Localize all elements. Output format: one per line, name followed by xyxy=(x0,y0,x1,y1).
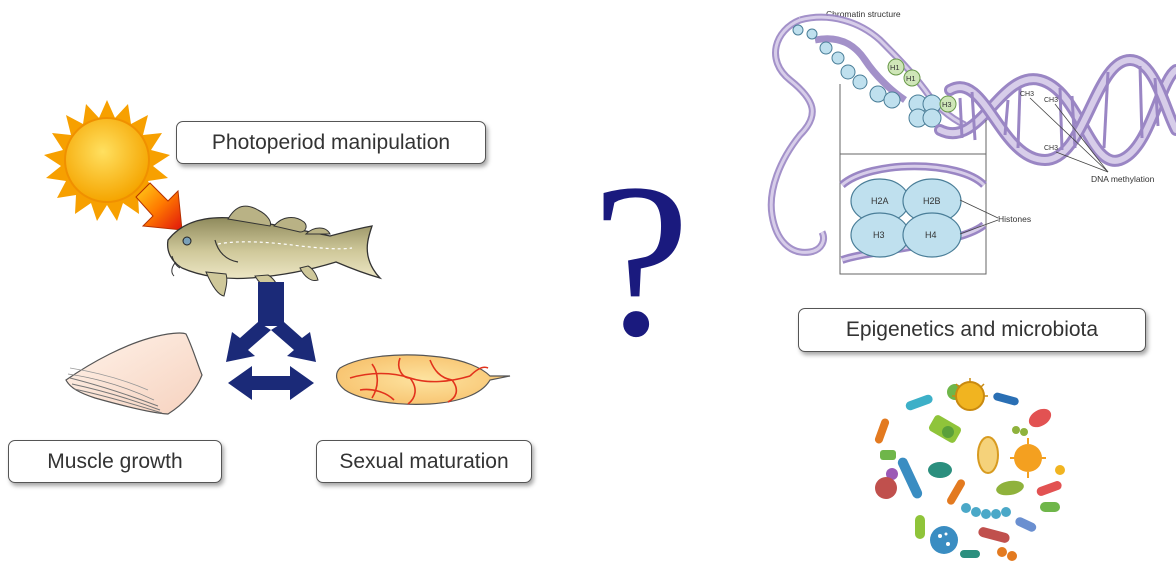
h3-label: H3 xyxy=(873,230,885,240)
double-arrow-icon xyxy=(228,366,314,400)
h2a-label: H2A xyxy=(871,196,889,206)
gonad-icon xyxy=(337,355,510,404)
h2b-label: H2B xyxy=(923,196,941,206)
branching-arrow-icon xyxy=(226,282,316,362)
histones-label: Histones xyxy=(998,214,1031,224)
muscle-growth-label-box: Muscle growth xyxy=(8,440,222,483)
muscle-fillet-icon xyxy=(66,333,202,414)
h1-label-1: H1 xyxy=(890,63,900,72)
chromatin-diagram: Chromatin structure H1 H1 H3 xyxy=(771,9,1176,274)
epigenetics-microbiota-label-box: Epigenetics and microbiota xyxy=(798,308,1146,352)
methyl-label-1: CH3 xyxy=(1020,91,1034,98)
question-mark: ? xyxy=(586,150,696,370)
sunlight-arrow-icon xyxy=(136,183,182,230)
microbiota-icon xyxy=(874,378,1070,567)
h1-label-2: H1 xyxy=(906,74,916,83)
sexual-maturation-label-box: Sexual maturation xyxy=(316,440,532,483)
h4-label: H4 xyxy=(925,230,937,240)
h3-green-label: H3 xyxy=(942,100,952,109)
methyl-label-3: CH3 xyxy=(1044,145,1058,152)
methyl-label-2: CH3 xyxy=(1044,97,1058,104)
photoperiod-label-box: Photoperiod manipulation xyxy=(176,121,486,164)
dna-methylation-label: DNA methylation xyxy=(1091,174,1155,184)
